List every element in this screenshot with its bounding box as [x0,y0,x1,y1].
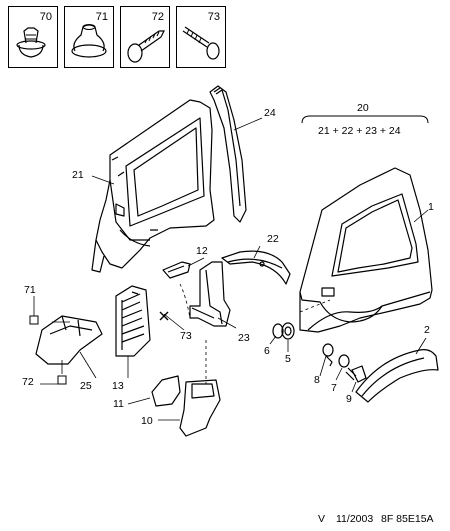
callout-13: 13 [112,380,124,392]
air-duct [179,379,221,437]
callout-73: 73 [180,330,192,342]
fastener-number: 71 [95,11,108,23]
callout-1: 1 [428,201,434,213]
callout-11: 11 [113,398,124,410]
footer-version: V [318,513,326,525]
vent-grille [115,285,151,357]
fastener-cell-73: 73 [176,6,226,68]
callout-23: 23 [238,332,250,344]
air-extractor-housing [35,315,103,365]
callout-5: 5 [285,353,291,365]
grommets-and-screws [272,322,367,383]
inner-wheel-arch [221,250,291,285]
wheel-arch-trim [355,349,439,403]
fastener-number: 70 [39,11,52,23]
fastener-cell-72: 72 [120,6,170,68]
push-rivet-icon [71,24,107,58]
formula-bracket [301,115,429,124]
fastener-number: 73 [207,11,220,23]
callout-72: 72 [22,376,34,388]
callout-2: 2 [424,324,430,336]
assembly-formula: 21 + 22 + 23 + 24 [318,125,401,137]
duct-seal [151,375,181,407]
callout-24: 24 [264,107,276,119]
fastener-cell-71: 71 [64,6,114,68]
pin-clip-icon [16,27,46,58]
assembly-number: 20 [357,102,369,114]
support-bracket [189,261,231,327]
callout-21: 21 [72,169,84,181]
callout-9: 9 [346,393,352,405]
fastener-box-72 [57,375,67,385]
callout-25: 25 [80,380,92,392]
callout-6: 6 [264,345,270,357]
callout-71: 71 [24,284,36,296]
callout-12: 12 [196,245,208,257]
inner-quarter-panel [91,99,215,273]
trim-strip [162,261,191,279]
callout-8: 8 [314,374,320,386]
fastener-number: 72 [151,11,164,23]
pillar-reinforcement [209,85,247,223]
tapping-screw-icon [182,26,220,60]
callout-22: 22 [267,233,279,245]
footer-date: 11/2003 [336,513,374,525]
fastener-location-cross [159,311,169,321]
callout-10: 10 [141,415,153,427]
footer-reference: 8F 85E15A [381,513,434,525]
outer-quarter-panel [299,167,433,333]
fastener-cell-70: 70 [8,6,58,68]
expansion-clip-icon [127,30,165,63]
callout-7: 7 [331,382,337,394]
fastener-box-71 [29,315,39,325]
